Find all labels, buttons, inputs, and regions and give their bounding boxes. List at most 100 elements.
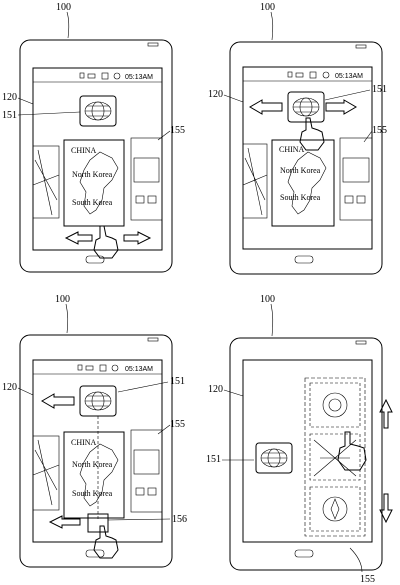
list-ref-label: 155 (372, 125, 387, 136)
signal-icon (287, 71, 293, 78)
next-card[interactable] (130, 429, 163, 513)
arrow-left-icon (249, 99, 283, 115)
map-label-north-korea: North Korea (72, 460, 113, 469)
navigation-icon (322, 496, 348, 522)
leader-line (117, 381, 169, 393)
map-card[interactable] (271, 139, 335, 227)
map-card[interactable] (63, 139, 125, 227)
screen-ref-label: 120 (2, 382, 17, 393)
camera-icon (322, 392, 348, 418)
globe-icon[interactable] (79, 385, 117, 417)
hand-icon (93, 525, 119, 559)
display-screen (32, 67, 163, 251)
wifi-icon (85, 365, 94, 371)
signal-icon (77, 364, 83, 371)
panel-4: 100 120 151 155 (206, 294, 393, 585)
phone-body (229, 41, 383, 275)
phone-body (229, 337, 383, 571)
map-label-china: CHINA (71, 438, 97, 447)
street-view-lines (32, 439, 60, 506)
panel-3: 100 05:13AM 120 151 155 156 CHI (2, 294, 187, 568)
leader-line (223, 389, 244, 397)
hand-icon (299, 117, 325, 151)
alarm-icon (113, 72, 121, 80)
map-label-china: CHINA (279, 145, 305, 154)
next-card[interactable] (339, 137, 373, 221)
screen-ref-label: 120 (208, 89, 223, 100)
screen-ref-label: 120 (208, 384, 223, 395)
power-button (147, 42, 159, 47)
phone-ref-label: 100 (260, 294, 275, 305)
leader-line (324, 89, 371, 101)
arrow-right-icon (123, 231, 152, 245)
arrow-down-icon (379, 493, 393, 524)
list-item[interactable] (309, 382, 361, 428)
thumb-icon (135, 195, 145, 204)
prev-card[interactable] (32, 145, 60, 219)
alarm-icon (322, 71, 330, 79)
phone-ref-label: 100 (56, 2, 71, 13)
screen-ref-label: 120 (2, 92, 17, 103)
target-ref-label: 156 (172, 514, 187, 525)
drop-target[interactable] (87, 513, 109, 533)
camera-lens (328, 398, 342, 412)
icon-ref-label: 151 (170, 376, 185, 387)
home-button[interactable] (85, 549, 105, 558)
korea-outline (287, 151, 327, 215)
prev-card[interactable] (32, 435, 60, 511)
thumb-icon (356, 195, 366, 204)
home-button[interactable] (294, 255, 314, 264)
power-button (147, 337, 159, 342)
wifi-icon (295, 72, 304, 78)
leader-line (157, 130, 171, 141)
battery-icon (309, 71, 317, 79)
leader-line (223, 94, 244, 103)
list-item[interactable] (309, 486, 361, 532)
korea-outline (79, 151, 119, 215)
signal-icon (79, 72, 85, 79)
home-button[interactable] (85, 255, 105, 264)
globe-icon[interactable] (255, 442, 293, 474)
arrow-right-icon (325, 99, 357, 115)
home-button[interactable] (294, 549, 314, 558)
alarm-icon (111, 364, 119, 372)
power-button (355, 44, 367, 49)
display-screen (242, 359, 373, 543)
map-card[interactable] (63, 431, 125, 519)
leader-line (17, 387, 34, 396)
battery-icon (101, 72, 109, 80)
prev-card[interactable] (242, 143, 268, 219)
leader-line (270, 11, 274, 41)
street-view-lines (242, 147, 268, 216)
leader-line (363, 130, 373, 143)
leader-line (107, 518, 171, 521)
leader-line (349, 547, 363, 573)
phone-ref-label: 100 (55, 294, 70, 305)
vertical-list[interactable] (304, 377, 366, 537)
list-item[interactable] (309, 433, 361, 481)
battery-icon (99, 364, 107, 372)
wifi-icon (87, 73, 96, 79)
list-ref-label: 155 (360, 574, 375, 585)
arrow-left-icon (64, 231, 93, 245)
compass-needle (330, 498, 340, 520)
map-label-china: CHINA (71, 146, 97, 155)
panel-2: 100 05:13AM 120 151 155 CHINA (208, 2, 387, 275)
status-time: 05:13AM (335, 73, 363, 80)
leader-line (17, 111, 81, 116)
map-label-south-korea: South Korea (280, 193, 321, 202)
street-thumbnail (342, 157, 370, 183)
globe-icon[interactable] (79, 95, 117, 127)
arrow-left-icon (41, 393, 75, 409)
power-button (355, 340, 367, 345)
street-thumbnail (133, 449, 160, 475)
arrow-left-icon (48, 515, 81, 529)
phone-body (19, 39, 173, 273)
status-time: 05:13AM (125, 74, 153, 81)
phone-ref-label: 100 (260, 2, 275, 13)
next-card[interactable] (130, 137, 163, 221)
korea-outline (79, 443, 119, 507)
street-view-lines (32, 149, 60, 216)
icon-ref-label: 151 (206, 454, 221, 465)
